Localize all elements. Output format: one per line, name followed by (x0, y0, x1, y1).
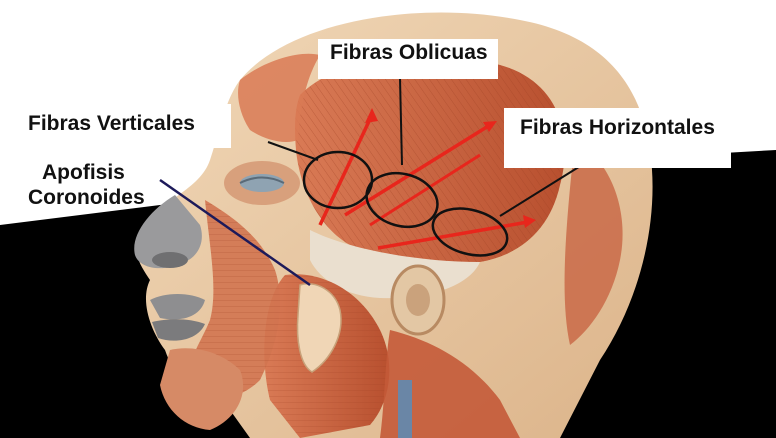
label-fibras-verticales: Fibras Verticales (18, 104, 231, 148)
label-fibras-oblicuas-text: Fibras Oblicuas (330, 41, 488, 64)
label-fibras-horizontales: Fibras Horizontales (504, 108, 731, 168)
label-fibras-horizontales-text: Fibras Horizontales (520, 116, 715, 139)
jugular-vein (398, 380, 412, 438)
label-apofisis-line1: Apofisis (28, 160, 145, 185)
label-apofisis-coronoides: Apofisis Coronoides (28, 160, 145, 210)
label-fibras-verticales-text: Fibras Verticales (28, 112, 195, 135)
label-apofisis-line2: Coronoides (28, 185, 145, 210)
label-fibras-oblicuas: Fibras Oblicuas (318, 39, 498, 79)
